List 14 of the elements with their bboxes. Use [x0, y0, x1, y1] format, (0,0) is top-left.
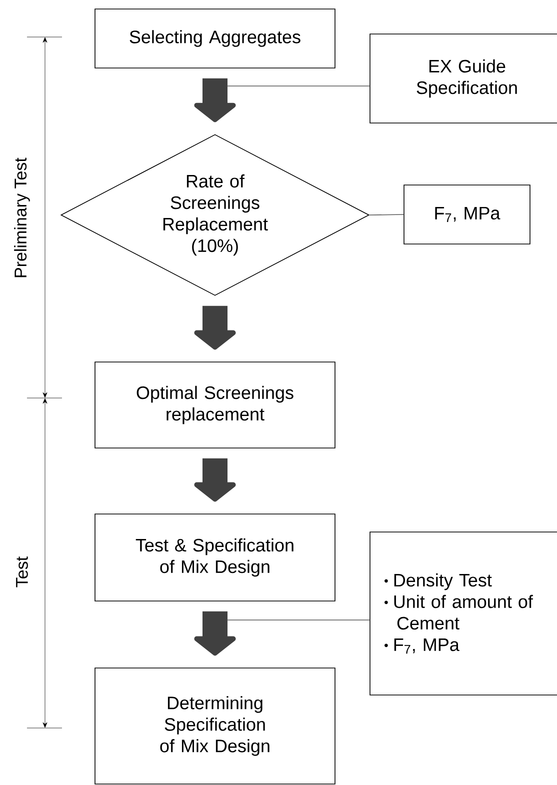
process-box: Selecting Aggregates — [94, 8, 336, 68]
section-label: Preliminary Test — [14, 158, 30, 278]
section-label: Test — [16, 556, 28, 588]
connector-line — [369, 214, 404, 216]
process-box: Optimal Screenings replacement — [94, 362, 336, 448]
block-arrow — [194, 611, 236, 656]
process-box: Determining Specification of Mix Design — [94, 668, 336, 784]
block-arrow — [194, 458, 236, 502]
note-box: Density Test Unit of amount of Cement F$_{7}$, MPa — [370, 532, 557, 696]
process-box: Test & Specification of Mix Design — [94, 514, 336, 602]
note-box: EX Guide Specification — [370, 34, 557, 124]
block-arrow — [194, 306, 236, 350]
block-arrow — [194, 78, 236, 122]
note-box: F$_{7}$, MPa — [404, 184, 530, 244]
